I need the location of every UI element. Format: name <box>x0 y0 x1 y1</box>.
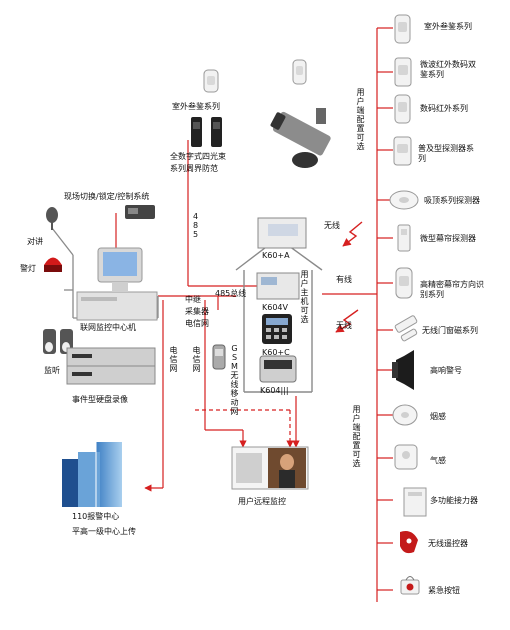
remote-monitor-label: 用户远程监控 <box>238 497 286 507</box>
gsm-network-label: GSM无线移动网 <box>230 344 239 416</box>
listen-label: 监听 <box>44 366 60 376</box>
item-panic-label: 紧急按钮 <box>428 586 460 596</box>
wireless-top-label: 无线 <box>324 221 340 231</box>
photo-beam-label-2: 系列周界防范 <box>170 164 218 174</box>
k604-panel-icon <box>260 356 296 382</box>
photo-beam-icon <box>191 117 222 147</box>
item-ceiling-label: 吸顶系列探测器 <box>424 196 480 206</box>
warning-light-label: 警灯 <box>20 264 36 274</box>
precision-curtain-icon <box>396 268 412 298</box>
outdoor-series-label: 室外叁鉴系列 <box>172 102 220 112</box>
optional-bottom-label: 用户端配置可选 <box>352 405 361 468</box>
smoke-detector-icon <box>393 405 417 425</box>
telecom-net-label-2: 电信网 <box>192 346 201 373</box>
repeater-icon <box>404 488 426 516</box>
center-machine-label: 联网监控中心机 <box>80 323 136 333</box>
basic-detector-icon <box>394 137 411 165</box>
k60c-keypad-icon <box>262 314 292 344</box>
item-repeater-label: 多功能接力器 <box>430 496 478 506</box>
relay-label-2: 采集器 <box>185 307 209 317</box>
item-precision-label: 高精密幕帘方向识别系列 <box>420 280 484 300</box>
intercom-label: 对讲 <box>27 237 43 247</box>
dvr-icon <box>67 348 155 384</box>
item-curtain-label: 微型幕帘探测器 <box>420 234 476 244</box>
relay-label-3: 电信网 <box>185 319 209 329</box>
warning-light-icon <box>44 258 62 273</box>
dvr-label: 事件型硬盘录像 <box>72 395 128 405</box>
k604-label: K604||| <box>260 386 289 396</box>
remote-monitor-photo <box>232 447 308 489</box>
control-device-icon <box>125 205 155 219</box>
item-dual-label: 微波红外数码双鉴系列 <box>420 60 482 80</box>
item-remote-label: 无线遥控器 <box>428 539 468 549</box>
alarm110-label: 110报警中心 <box>72 512 119 522</box>
telecom-net-label-1: 电信网 <box>169 346 178 373</box>
dual-detector-icon <box>395 58 411 86</box>
mobile-phone-icon <box>213 345 225 369</box>
item-gas-label: 气感 <box>430 456 446 466</box>
item-outdoor-label: 室外叁鉴系列 <box>424 22 472 32</box>
gas-detector-icon <box>395 445 417 469</box>
trigger-camera-detector-icon <box>293 60 306 84</box>
relay-label-1: 中继 <box>185 295 201 305</box>
wire-485-label: 485 <box>191 212 200 239</box>
outdoor-detector-icon <box>204 70 218 92</box>
k60a-label: K60+A <box>262 251 290 261</box>
k604v-panel-icon <box>257 273 299 299</box>
outdoor-triple-detector-icon <box>395 15 410 43</box>
item-pir-label: 数码红外系列 <box>420 104 468 114</box>
item-door-label: 无线门窗磁系列 <box>422 326 478 336</box>
k604v-label: K604V <box>262 303 288 313</box>
ceiling-detector-icon <box>390 191 418 209</box>
optional-top-label: 用户端配置可选 <box>356 88 365 151</box>
item-siren-label: 高响警号 <box>430 366 462 376</box>
microphone-icon <box>46 207 58 230</box>
center-machine-icon <box>77 248 157 320</box>
item-basic-label: 普及型探测器系列 <box>418 144 480 164</box>
alarm-center-building-icon <box>62 442 122 507</box>
pir-detector-icon <box>395 95 410 123</box>
cctv-camera-icon <box>268 108 331 168</box>
bus-485-label: 485总线 <box>215 289 246 299</box>
k60c-label: K60+C <box>262 348 290 358</box>
siren-icon <box>392 350 414 390</box>
door-contact-icon <box>394 315 417 342</box>
wired-label: 有线 <box>336 275 352 285</box>
onsite-switch-label: 现场切换/锁定/控制系统 <box>64 192 149 202</box>
remote-control-icon <box>400 531 418 553</box>
user-host-optional-label: 用户主机可选 <box>300 270 309 324</box>
wireless-mid-label: 无线 <box>336 321 352 331</box>
photo-beam-label-1: 全数字式四光束 <box>170 152 226 162</box>
item-smoke-label: 烟感 <box>430 412 446 422</box>
curtain-detector-icon <box>398 225 410 251</box>
panic-button-icon <box>401 577 419 595</box>
k60a-panel-icon <box>258 218 306 248</box>
upload-label: 平高一级中心上传 <box>72 527 136 537</box>
